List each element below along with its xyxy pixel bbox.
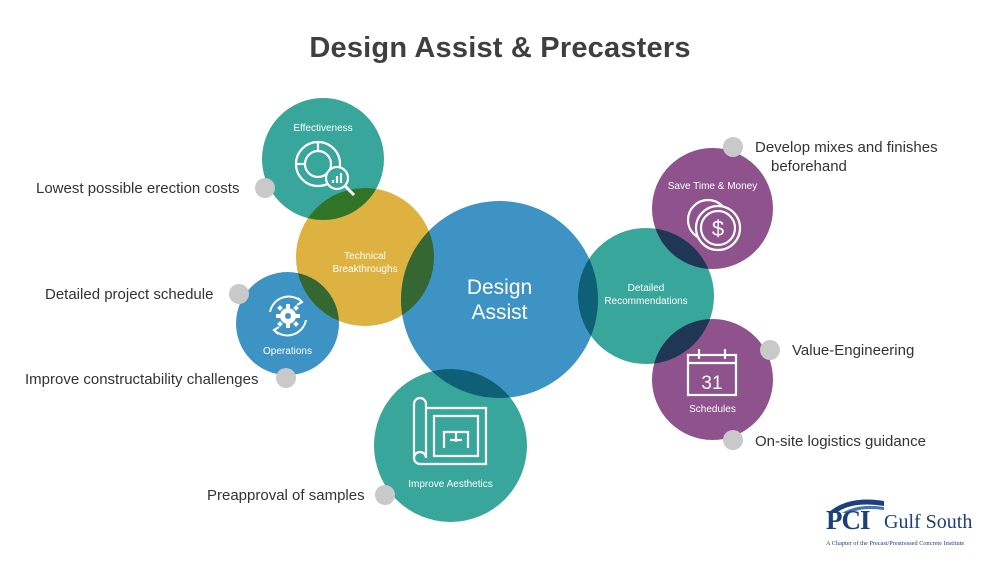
note-value-engineering: Value-Engineering [792, 342, 915, 359]
dot-logistics [723, 430, 743, 450]
page-title: Design Assist & Precasters [309, 32, 691, 64]
logo-tagline: A Chapter of the Precast/Prestressed Con… [826, 540, 965, 547]
dollar-sign-icon: $ [712, 216, 724, 241]
dot-value-engineering [760, 340, 780, 360]
dot-preapproval [375, 485, 395, 505]
dot-constructability [276, 368, 296, 388]
note-logistics: On-site logistics guidance [755, 433, 926, 450]
note-erection-costs: Lowest possible erection costs [36, 180, 240, 197]
chart-magnifier-icon [294, 140, 356, 197]
logo-swoosh-icon [828, 499, 884, 513]
logo-pci-text: PCI [826, 505, 870, 535]
blueprint-icon [412, 396, 488, 466]
note-mixes-line1: Develop mixes and finishes [755, 139, 938, 156]
bubble-design-assist [401, 201, 598, 398]
logo-gulf-south-text: Gulf South [884, 511, 973, 533]
calendar-icon: 31 [686, 349, 738, 397]
note-mixes-line2: beforehand [771, 158, 847, 175]
note-preapproval: Preapproval of samples [207, 487, 365, 504]
note-project-schedule: Detailed project schedule [45, 286, 214, 303]
dot-erection-costs [255, 178, 275, 198]
bubble-improve-aesthetics [374, 369, 527, 522]
pci-gulf-south-logo: PCI Gulf South A Chapter of the Precast/… [826, 497, 991, 555]
dot-mixes [723, 137, 743, 157]
note-constructability: Improve constructability challenges [25, 371, 259, 388]
bubble-schedules [652, 319, 773, 440]
dot-project-schedule [229, 284, 249, 304]
calendar-number: 31 [701, 373, 722, 394]
dollar-coins-icon: $ [686, 198, 742, 252]
gear-cycle-icon [269, 295, 307, 337]
